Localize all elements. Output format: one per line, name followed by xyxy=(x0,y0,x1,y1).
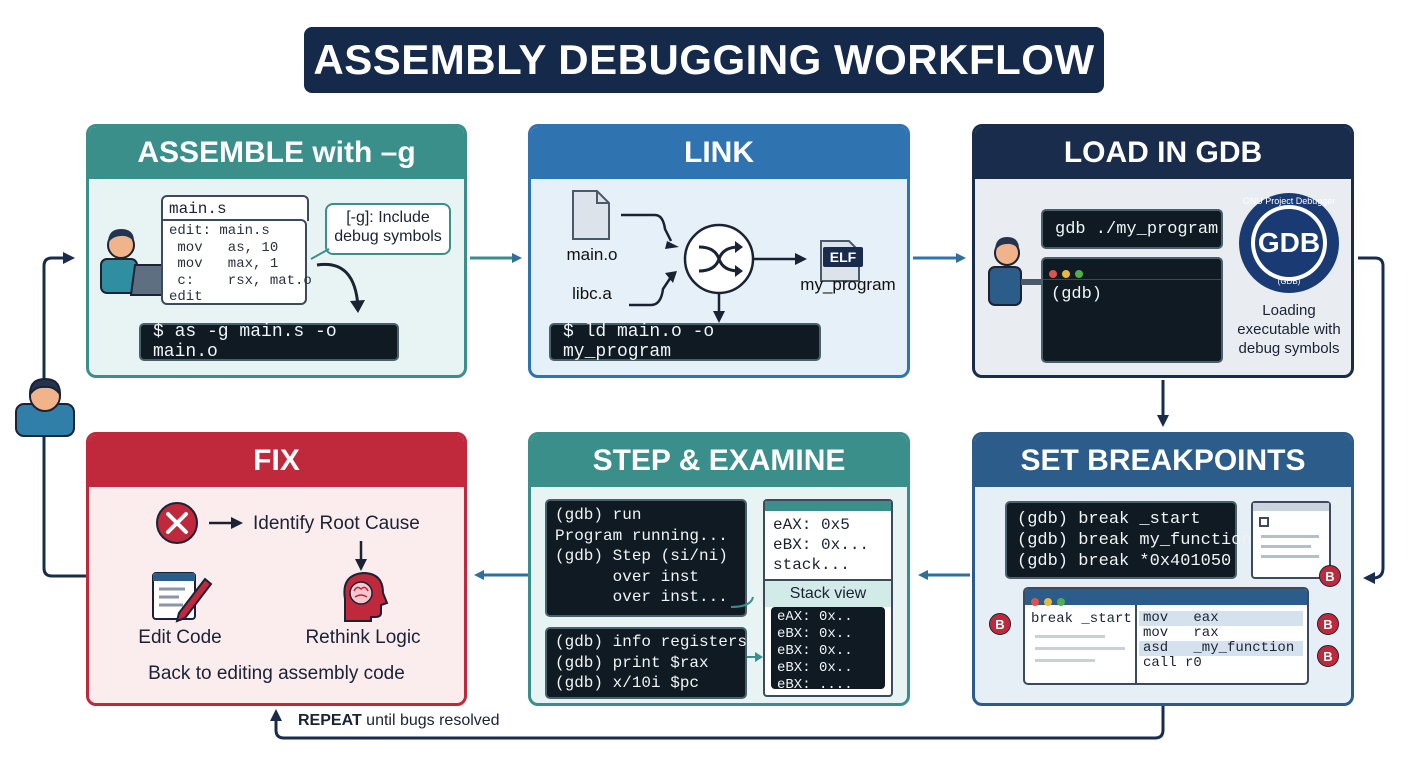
editor-window: break _start mov eax mov rax asd _my_fun… xyxy=(1023,587,1309,685)
breakpoint-marker: B xyxy=(989,613,1011,635)
breakpoints-header: SET BREAKPOINTS xyxy=(975,435,1351,487)
arrow-right-loop xyxy=(1358,256,1385,584)
down-arrow-icon xyxy=(355,541,367,571)
input-libc-a: libc.a xyxy=(572,284,612,303)
gdb-command: gdb ./my_program xyxy=(1041,209,1223,249)
fix-header: FIX xyxy=(89,435,464,487)
window-dots xyxy=(1049,265,1088,283)
fix-panel: FIX Identify Root Cause Edit Code Rethin xyxy=(86,432,467,706)
link-panel: LINK main.o libc.a ELF my_program $ ld m… xyxy=(528,124,910,378)
edit-code-label: Edit Code xyxy=(138,627,222,648)
breakpoint-marker: B xyxy=(1317,645,1339,667)
debug-symbols-callout: [-g]: Include debug symbols xyxy=(325,203,451,255)
assemble-command: $ as -g main.s -o main.o xyxy=(139,322,399,362)
link-header: LINK xyxy=(531,127,907,179)
code-lines: edit: main.s mov as, 10 mov max, 1 c: rs… xyxy=(169,223,312,305)
callout-pointer xyxy=(310,248,365,313)
gdb-logo-text: GDB xyxy=(1257,227,1321,258)
examine-terminal: (gdb) info registers (gdb) print $rax (g… xyxy=(545,627,747,699)
code-file-card: edit: main.s mov as, 10 mov max, 1 c: rs… xyxy=(161,219,312,305)
developer-icon xyxy=(988,237,1043,306)
register-window: eAX: 0x5 eBX: 0x... stack... Stack view … xyxy=(763,499,893,697)
editor-left-line: break _start xyxy=(1031,611,1132,627)
load-header: LOAD IN GDB xyxy=(975,127,1351,179)
step-header: STEP & EXAMINE xyxy=(531,435,907,487)
gdb-logo-icon xyxy=(1239,193,1339,293)
source-doc-thumbnail xyxy=(1251,501,1331,579)
rethink-logic-label: Rethink Logic xyxy=(305,627,421,648)
register-values: eAX: 0x5 eBX: 0x... stack... xyxy=(773,516,870,574)
load-panel: LOAD IN GDB gdb ./my_program (gdb) GDB G… xyxy=(972,124,1354,378)
breakpoint-commands: (gdb) break _start (gdb) break my_functi… xyxy=(1005,501,1252,579)
step-panel: STEP & EXAMINE (gdb) run Program running… xyxy=(528,432,910,706)
breakpoints-panel: SET BREAKPOINTS (gdb) break _start (gdb)… xyxy=(972,432,1354,706)
stack-view-title: Stack view xyxy=(765,579,891,607)
assemble-header: ASSEMBLE with –g xyxy=(89,127,464,179)
gdb-logo-ring-bottom: (GDB) xyxy=(1277,277,1301,286)
identify-root-cause: Identify Root Cause xyxy=(253,513,420,534)
gdb-prompt: (gdb) xyxy=(1051,285,1103,304)
elf-badge: ELF xyxy=(823,247,863,267)
breakpoint-marker: B xyxy=(1319,565,1341,587)
stack-view-values: eAX: 0x.. eBX: 0x.. eBX: 0x.. eBX: 0x.. … xyxy=(771,607,885,693)
object-file-icon xyxy=(572,190,610,240)
assemble-panel: ASSEMBLE with –g main.s edit: main.s mov… xyxy=(86,124,467,378)
repeat-label: REPEAT until bugs resolved xyxy=(298,712,500,729)
brain-head-icon xyxy=(343,571,389,622)
gdb-terminal: (gdb) xyxy=(1041,257,1223,363)
gdb-logo-ring-top: GNU Project Debugger xyxy=(1242,196,1336,206)
step-terminal: (gdb) run Program running... (gdb) Step … xyxy=(545,499,747,617)
back-to-editing-label: Back to editing assembly code xyxy=(148,663,405,684)
step-connector-arrows xyxy=(730,596,763,662)
load-caption: Loading executable with debug symbols xyxy=(1237,302,1341,357)
output-my-program: my_program xyxy=(800,275,896,294)
developer-icon xyxy=(15,377,75,437)
editor-right-lines: mov eax mov rax asd _my_function call r0 xyxy=(1143,610,1295,671)
edit-code-icon xyxy=(152,572,213,623)
page-title: ASSEMBLY DEBUGGING WORKFLOW xyxy=(304,27,1104,93)
link-command: $ ld main.o -o my_program xyxy=(549,322,821,362)
breakpoint-marker: B xyxy=(1317,613,1339,635)
file-tab: main.s xyxy=(161,195,309,221)
input-main-o: main.o xyxy=(566,245,618,264)
error-icon xyxy=(156,502,243,544)
